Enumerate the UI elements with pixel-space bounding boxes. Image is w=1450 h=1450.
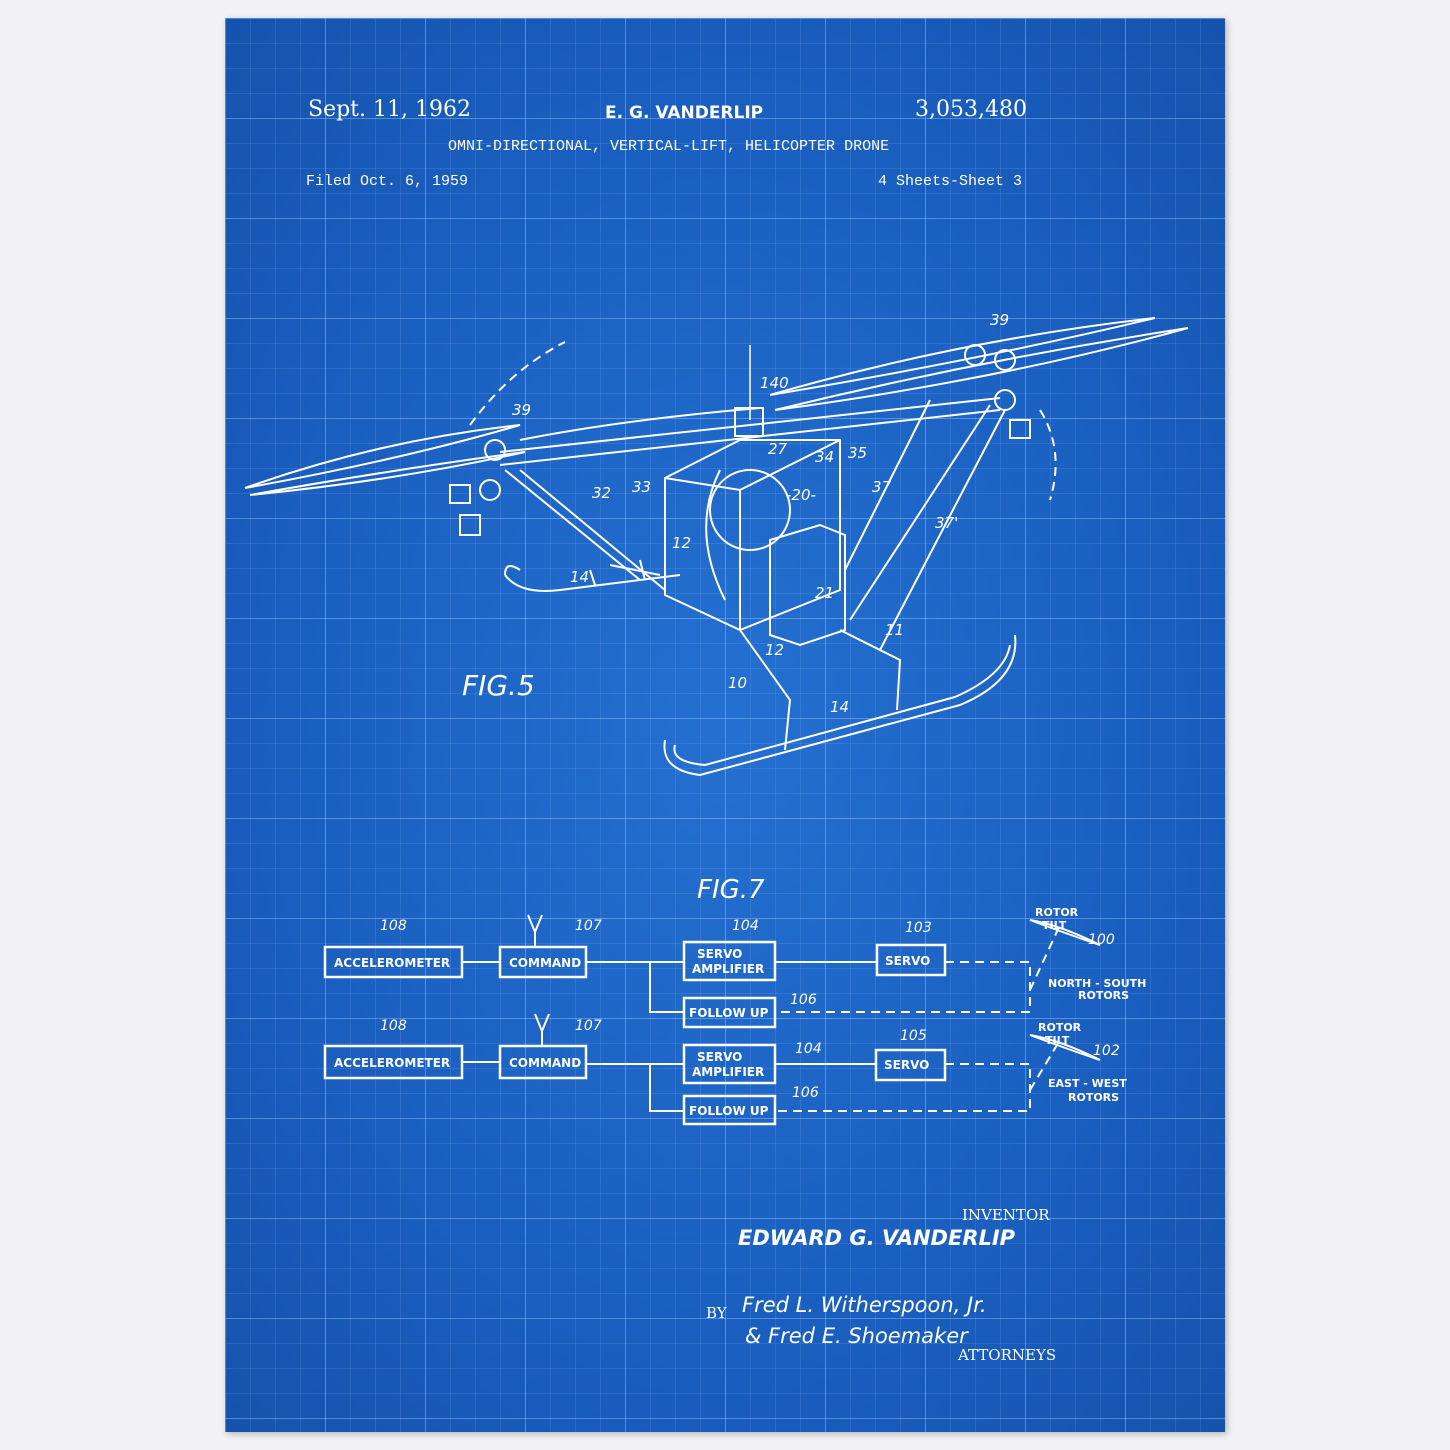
ref-106: 106 [792,1085,819,1101]
rotors-label-1: NORTH - SOUTH [1048,977,1146,990]
ref-107: 107 [575,918,602,934]
attorneys-caption: ATTORNEYS [957,1346,1056,1364]
part-label: 37 [872,478,892,496]
part-label: 12 [765,641,784,659]
rotor-tilt-label-2: TILT [1042,919,1067,932]
attorney-signature-1: Fred L. Witherspoon, Jr. [742,1293,987,1317]
part-label: 35 [848,444,867,462]
part-label: -20- [786,486,816,504]
attorney-signature-2: & Fred E. Shoemaker [745,1324,969,1348]
ref-100: 100 [1088,932,1115,948]
part-label: 32 [592,484,611,502]
ref-108: 108 [380,1018,407,1034]
fig5-part-labels: 39 140 39 32 33 34 35 27 -20- 37 37' 12 … [512,311,1009,716]
diagram-row-north-south: ACCELEROMETER COMMAND SERVO AMPLIFIER SE… [323,906,1146,1029]
part-label: 39 [990,311,1009,329]
fig5-label: FIG.5 [462,669,535,702]
servo-amplifier-label-2: AMPLIFIER [692,962,764,976]
servo-box [875,943,947,977]
ref-106: 106 [790,992,817,1008]
filed-date: Filed Oct. 6, 1959 [306,173,468,190]
diagram-row-east-west: ACCELEROMETER COMMAND SERVO AMPLIFIER SE… [323,1013,1127,1126]
patent-number: 3,053,480 [915,97,1027,122]
servo-amplifier-label-1: SERVO [697,947,742,961]
block-diagram: ACCELEROMETER COMMAND SERVO AMPLIFIER SE… [323,906,1146,1126]
rotor-tilt-label-1: ROTOR [1035,906,1079,919]
fig7-label: FIG.7 [697,875,765,905]
patent-title: OMNI-DIRECTIONAL, VERTICAL-LIFT, HELICOP… [448,138,889,155]
by-label: BY [706,1304,728,1322]
part-label: 37' [935,514,958,532]
command-label: COMMAND [509,956,581,970]
ref-107: 107 [575,1018,602,1034]
part-label: 10 [728,674,747,692]
follow-up-label: FOLLOW UP [689,1006,769,1020]
part-label: 140 [760,374,789,392]
sheet-info: 4 Sheets-Sheet 3 [878,173,1022,190]
ref-104: 104 [732,918,759,934]
accelerometer-label: ACCELEROMETER [334,1056,450,1070]
part-label: 14 [830,698,849,716]
rotors-label-1: EAST - WEST [1048,1077,1127,1090]
rotors-label-2: ROTORS [1068,1091,1119,1104]
part-label: 27 [768,440,788,458]
part-label: 39 [512,401,531,419]
rotors-label-2: ROTORS [1078,989,1129,1002]
servo-amplifier-label-2: AMPLIFIER [692,1065,764,1079]
part-label: 21 [815,584,834,602]
servo-amplifier-label-1: SERVO [697,1050,742,1064]
ref-104: 104 [795,1041,822,1057]
follow-up-label: FOLLOW UP [689,1104,769,1118]
accelerometer-label: ACCELEROMETER [334,956,450,970]
part-label: 12 [672,534,691,552]
part-label: 33 [632,478,651,496]
part-label: 11 [885,621,904,639]
servo-label: SERVO [885,954,930,968]
servo-label: SERVO [884,1058,929,1072]
inventor-caption: INVENTOR [962,1206,1050,1224]
ref-108: 108 [380,918,407,934]
patent-date: Sept. 11, 1962 [308,97,471,122]
rotor-tilt-label-1: ROTOR [1038,1021,1082,1034]
inventor-name: EDWARD G. VANDERLIP [738,1226,1016,1250]
inventor-short: E. G. VANDERLIP [605,103,763,123]
helicopter-drawing [244,317,1189,777]
ref-103: 103 [905,920,932,936]
command-label: COMMAND [509,1056,581,1070]
part-label: 34 [815,448,834,466]
blueprint-poster [225,18,1225,1432]
part-label: 14 [570,568,589,586]
rotor-tilt-label-2: TILT [1045,1034,1070,1047]
ref-102: 102 [1093,1043,1120,1059]
ref-105: 105 [900,1028,927,1044]
